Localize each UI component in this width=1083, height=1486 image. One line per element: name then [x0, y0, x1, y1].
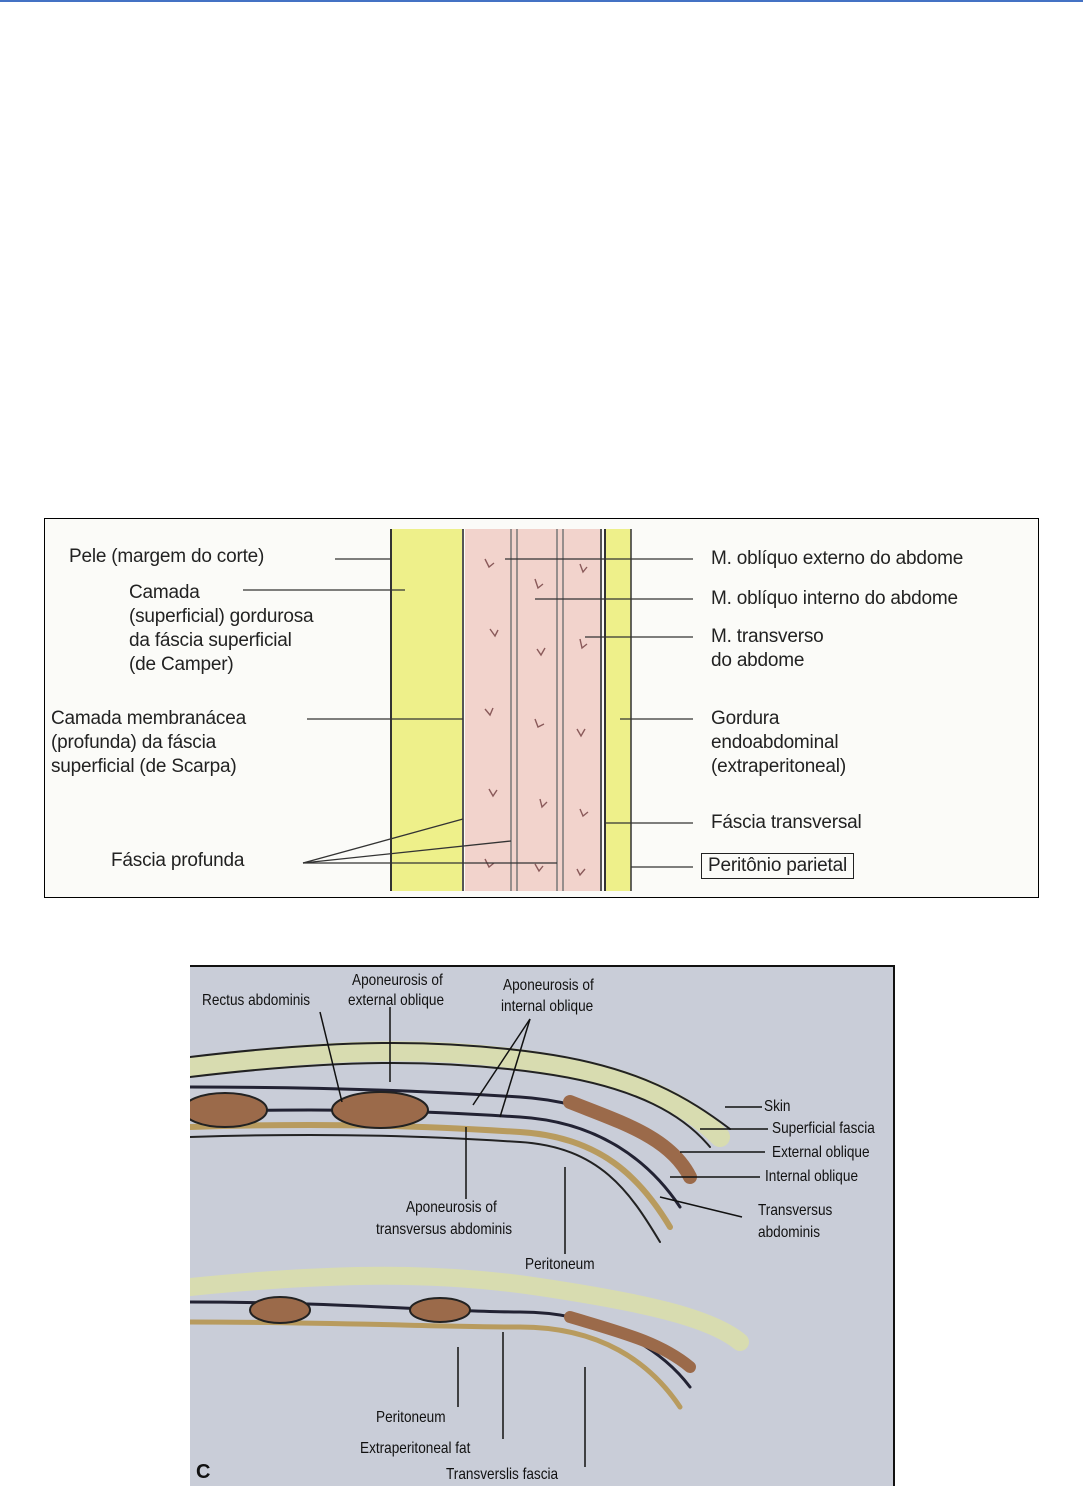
label-transverso-2: do abdome: [711, 650, 805, 671]
label-pele: Pele (margem do corte): [69, 546, 265, 567]
label-rectus-abdominis: Rectus abdominis: [202, 992, 311, 1009]
label-apo-tr-1: Aponeurosis of: [406, 1199, 497, 1216]
header-accent-line: [0, 0, 1083, 2]
label-apo-int-2: internal oblique: [501, 998, 594, 1015]
label-peritoneum-top: Peritoneum: [525, 1256, 595, 1273]
label-transversalis-fascia: Transverslis fascia: [446, 1466, 559, 1483]
label-gordura-2: endoabdominal: [711, 732, 839, 753]
label-internal-oblique: Internal oblique: [765, 1168, 859, 1185]
label-apo-tr-2: transversus abdominis: [376, 1221, 513, 1238]
label-extraperitoneal-fat: Extraperitoneal fat: [360, 1440, 471, 1457]
label-camada-4: (de Camper): [129, 654, 234, 675]
label-camada-3: da fáscia superficial: [129, 630, 292, 651]
label-camada-2: (superficial) gordurosa: [129, 606, 314, 627]
label-fascia-profunda: Fáscia profunda: [111, 850, 245, 871]
label-peritonio-parietal: Peritônio parietal: [701, 853, 854, 879]
figure-abdominal-wall-section-en: Rectus abdominis Aponeurosis of external…: [190, 965, 895, 1486]
layers-illustration: [243, 529, 693, 891]
label-superficial-fascia: Superficial fascia: [772, 1120, 875, 1137]
label-obliquo-externo: M. oblíquo externo do abdome: [711, 548, 964, 569]
label-camada-1: Camada: [129, 582, 200, 603]
label-transversus-2: abdominis: [758, 1224, 820, 1241]
label-peritoneum-bottom: Peritoneum: [376, 1409, 446, 1426]
label-scarpa-2: (profunda) da fáscia: [51, 732, 216, 753]
label-scarpa-1: Camada membranácea: [51, 708, 246, 729]
label-transversus-1: Transversus: [758, 1202, 833, 1219]
panel-letter: C: [196, 1461, 211, 1483]
label-skin: Skin: [764, 1098, 791, 1115]
label-apo-int-1: Aponeurosis of: [503, 977, 594, 994]
figure-abdominal-wall-layers-pt: Pele (margem do corte) Camada (superfici…: [44, 518, 1039, 898]
label-fascia-transversal: Fáscia transversal: [711, 812, 862, 833]
label-gordura-1: Gordura: [711, 708, 780, 729]
label-obliquo-interno: M. oblíquo interno do abdome: [711, 588, 958, 609]
label-gordura-3: (extraperitoneal): [711, 756, 846, 777]
section-illustration: [190, 1007, 768, 1467]
label-external-oblique: External oblique: [772, 1144, 870, 1161]
label-scarpa-3: superficial (de Scarpa): [51, 756, 237, 777]
label-apo-ext-2: external oblique: [348, 992, 445, 1009]
label-apo-ext-1: Aponeurosis of: [352, 972, 443, 989]
label-transverso-1: M. transverso: [711, 626, 824, 647]
